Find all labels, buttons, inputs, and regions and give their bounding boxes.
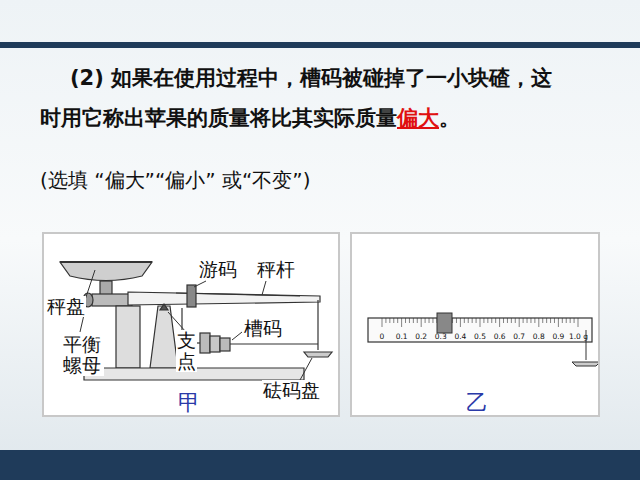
tick xyxy=(491,318,492,323)
tick xyxy=(413,318,414,323)
tick xyxy=(542,318,543,323)
tick xyxy=(429,318,430,323)
tick xyxy=(554,318,555,323)
top-band xyxy=(0,42,640,48)
tick xyxy=(401,318,402,327)
tick xyxy=(558,318,559,327)
tick xyxy=(515,318,516,323)
tick xyxy=(530,318,531,323)
tick xyxy=(464,318,465,323)
answer: 偏大 xyxy=(397,106,439,130)
scale-number: 0.4 xyxy=(454,333,466,341)
tick xyxy=(385,318,386,323)
scale-number: 0.7 xyxy=(513,333,525,341)
tick xyxy=(483,318,484,323)
scale-number: 0.8 xyxy=(533,333,545,341)
figure-panel: 乙 xyxy=(350,232,600,417)
scale-number: 0.9 xyxy=(552,333,564,341)
pan xyxy=(60,262,152,281)
tick xyxy=(417,318,418,323)
tick xyxy=(409,318,410,323)
tick xyxy=(389,318,390,323)
scale-number: 0.1 xyxy=(396,333,408,341)
tick xyxy=(425,318,426,323)
leader-lines xyxy=(80,270,312,380)
tick xyxy=(495,318,496,323)
part-name: 平衡螺母 xyxy=(62,334,104,376)
scale-number: 0.2 xyxy=(415,333,427,341)
tick xyxy=(562,318,563,323)
tick xyxy=(405,318,406,323)
scale-number: 1.0 g xyxy=(569,333,588,341)
tick xyxy=(382,318,383,327)
tick xyxy=(574,318,575,323)
scale-number: 0.5 xyxy=(474,333,486,341)
tick xyxy=(534,318,535,323)
tick xyxy=(476,318,477,323)
tick xyxy=(472,318,473,323)
tick xyxy=(397,318,398,323)
tick xyxy=(546,318,547,323)
part-name: 秤盘 xyxy=(46,296,86,317)
tick xyxy=(538,318,539,327)
part-name: 游码 xyxy=(198,259,238,280)
panel-ground xyxy=(350,232,600,417)
scale-number: 0 xyxy=(380,333,385,341)
tick xyxy=(527,318,528,323)
part-name: 支点 xyxy=(176,330,197,372)
panel-ground xyxy=(42,232,340,417)
question: (2) 如果在使用过程中，槽码被碰掉了一小块碴，这时用它称出苹果的质量将比其实际… xyxy=(40,58,570,138)
rider xyxy=(187,285,196,307)
tick xyxy=(507,318,508,323)
tick xyxy=(511,318,512,323)
part-name: 砝码盘 xyxy=(262,380,321,401)
tick xyxy=(432,318,433,323)
tick xyxy=(503,318,504,323)
part-name: 槽码 xyxy=(243,318,283,339)
weight-pan xyxy=(304,352,332,357)
hint-text: (选填 “偏大”“偏小” 或“不变”) xyxy=(40,168,311,192)
tick xyxy=(468,318,469,323)
tick xyxy=(550,318,551,323)
tick xyxy=(487,318,488,323)
question-text: (2) 如果在使用过程中，槽码被碰掉了一小块碴，这时用它称出苹果的质量将比其实际… xyxy=(40,66,552,130)
tick xyxy=(523,318,524,323)
question-text: 。 xyxy=(439,106,460,130)
tick xyxy=(578,318,579,327)
tick xyxy=(421,318,422,327)
beam-scale xyxy=(368,313,600,366)
tick xyxy=(566,318,567,323)
tick xyxy=(393,318,394,323)
tick xyxy=(519,318,520,327)
tick xyxy=(460,318,461,327)
beam xyxy=(128,292,320,305)
tick xyxy=(480,318,481,327)
bottom-bar xyxy=(0,450,640,480)
figure-caption: 乙 xyxy=(466,392,488,414)
figure-caption: 甲 xyxy=(178,392,200,414)
tick xyxy=(456,318,457,323)
part-name: 秤杆 xyxy=(256,259,296,280)
tick xyxy=(499,318,500,327)
rider xyxy=(437,313,452,333)
scale-number: 0.6 xyxy=(494,333,506,341)
tick xyxy=(570,318,571,323)
scale-number: 0.3 xyxy=(435,333,447,341)
